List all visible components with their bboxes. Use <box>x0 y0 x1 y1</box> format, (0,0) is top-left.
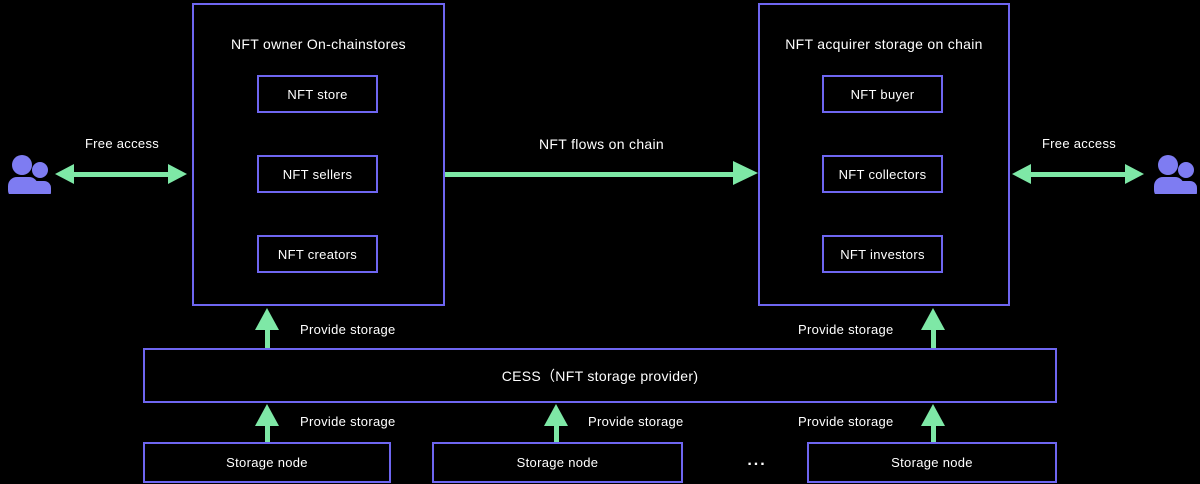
free-access-label-left: Free access <box>84 136 160 151</box>
arrow-body <box>72 172 170 177</box>
nft-store-box: NFT store <box>257 75 378 113</box>
cess-provider-label: CESS（NFT storage provider) <box>501 367 699 384</box>
arrowhead-up <box>255 308 279 330</box>
arrowhead-up <box>921 404 945 426</box>
provide-storage-label-top-left: Provide storage <box>300 322 396 337</box>
storage-node-box-1: Storage node <box>143 442 391 483</box>
arrowhead-right <box>168 164 187 184</box>
arrowhead-right <box>1125 164 1144 184</box>
nft-owner-panel: NFT owner On-chainstores <box>192 3 445 306</box>
arrow-body <box>265 328 270 348</box>
nft-flows-label: NFT flows on chain <box>539 136 664 152</box>
arrowhead-left <box>55 164 74 184</box>
arrow-body <box>554 424 559 442</box>
storage-node-label-1: Storage node <box>226 455 308 470</box>
nft-sellers-label: NFT sellers <box>282 166 353 182</box>
cess-provider-box: CESS（NFT storage provider) <box>143 348 1057 403</box>
arrowhead-left <box>1012 164 1031 184</box>
arrow-body <box>265 424 270 442</box>
nft-collectors-box: NFT collectors <box>822 155 943 193</box>
provide-storage-label-bottom-2: Provide storage <box>588 414 684 429</box>
more-nodes-ellipsis: ... <box>747 452 767 469</box>
arrow-body <box>445 172 735 177</box>
nft-investors-box: NFT investors <box>822 235 943 273</box>
arrowhead-right <box>733 161 758 185</box>
nft-investors-label: NFT investors <box>840 246 925 262</box>
nft-store-label: NFT store <box>287 86 348 102</box>
provide-storage-label-bottom-1: Provide storage <box>300 414 396 429</box>
arrow-body <box>1029 172 1127 177</box>
users-icon <box>1154 155 1197 194</box>
nft-acquirer-panel: NFT acquirer storage on chain <box>758 3 1010 306</box>
arrow-body <box>931 424 936 442</box>
nft-owner-panel-title: NFT owner On-chainstores <box>230 36 406 52</box>
storage-node-label-3: Storage node <box>891 455 973 470</box>
provide-storage-label-bottom-3: Provide storage <box>798 414 894 429</box>
storage-node-box-3: Storage node <box>807 442 1057 483</box>
provide-storage-label-top-right: Provide storage <box>798 322 894 337</box>
nft-creators-box: NFT creators <box>257 235 378 273</box>
arrowhead-up <box>544 404 568 426</box>
storage-node-label-2: Storage node <box>516 455 599 470</box>
nft-buyer-box: NFT buyer <box>822 75 943 113</box>
arrowhead-up <box>255 404 279 426</box>
nft-collectors-label: NFT collectors <box>838 166 927 182</box>
free-access-label-right: Free access <box>1041 136 1117 151</box>
users-icon <box>8 155 51 194</box>
arrowhead-up <box>921 308 945 330</box>
nft-creators-label: NFT creators <box>277 246 358 262</box>
nft-acquirer-panel-title: NFT acquirer storage on chain <box>785 36 983 52</box>
arrow-body <box>931 328 936 348</box>
nft-sellers-box: NFT sellers <box>257 155 378 193</box>
storage-node-box-2: Storage node <box>432 442 683 483</box>
nft-buyer-label: NFT buyer <box>850 86 915 102</box>
